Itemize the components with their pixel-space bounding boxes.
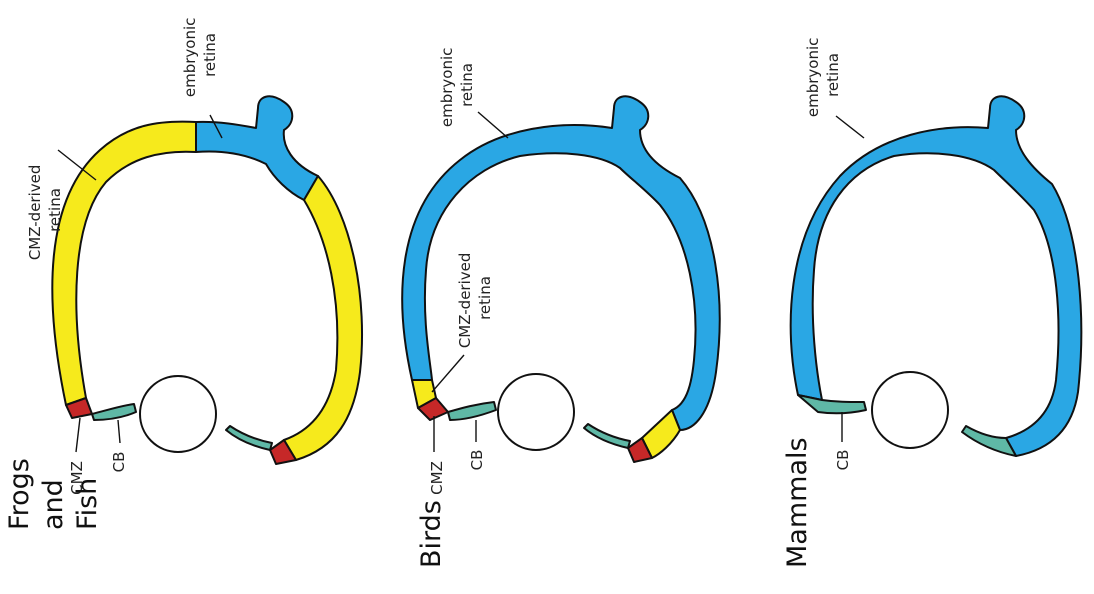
svg-text:embryonic retina: embryonic retina xyxy=(181,13,219,97)
group-title: and xyxy=(38,479,69,530)
ciliary-body-upper xyxy=(798,395,866,413)
embryonic-label: embryonic xyxy=(438,48,456,128)
cb-label: CB xyxy=(468,450,486,471)
cmz-derived-label: retina xyxy=(46,188,64,232)
embryonic-label: embryonic xyxy=(181,18,199,98)
cmz-derived-label: retina xyxy=(476,276,494,320)
cmz-derived-label: CMZ-derived xyxy=(456,253,474,349)
group-title: Frogs xyxy=(4,458,35,530)
group-title: Fish xyxy=(72,478,103,530)
ciliary-body-lower xyxy=(962,426,1016,456)
ciliary-body-upper xyxy=(448,402,496,420)
group-title: Birds xyxy=(416,500,447,568)
lens xyxy=(140,376,216,452)
lens xyxy=(872,372,948,448)
panel-birds: embryonic retina CMZ-derived retina CMZ … xyxy=(402,43,719,568)
cmz-label: CMZ xyxy=(428,461,446,495)
svg-text:Fish: Fish xyxy=(72,478,103,530)
cmz-derived-retina-upper xyxy=(52,122,196,405)
svg-text:embryonic retina: embryonic retina xyxy=(804,33,842,117)
svg-text:and: and xyxy=(38,479,69,530)
panel-frogs-fish: CMZ-derived retina embryonic retina CMZ … xyxy=(4,13,362,530)
svg-text:CMZ-derived retina: CMZ-derived retina xyxy=(456,248,494,348)
ciliary-body-lower xyxy=(584,424,630,448)
cmz-derived-label: CMZ-derived xyxy=(26,165,44,261)
svg-text:Frogs: Frogs xyxy=(4,458,35,530)
group-title: Mammals xyxy=(782,437,813,568)
ciliary-body-lower xyxy=(226,426,272,450)
panel-mammals: embryonic retina CB Mammals xyxy=(782,33,1081,568)
cmz-derived-retina-lower xyxy=(284,176,362,460)
cb-label: CB xyxy=(834,450,852,471)
embryonic-label: retina xyxy=(458,63,476,107)
svg-text:embryonic retina: embryonic retina xyxy=(438,43,476,127)
embryonic-retina xyxy=(402,96,719,430)
embryonic-retina xyxy=(196,96,318,200)
embryonic-label: retina xyxy=(824,53,842,97)
ciliary-body-upper xyxy=(92,404,136,420)
lens xyxy=(498,374,574,450)
embryonic-label: retina xyxy=(201,33,219,77)
cb-label: CB xyxy=(110,452,128,473)
embryonic-label: embryonic xyxy=(804,38,822,118)
